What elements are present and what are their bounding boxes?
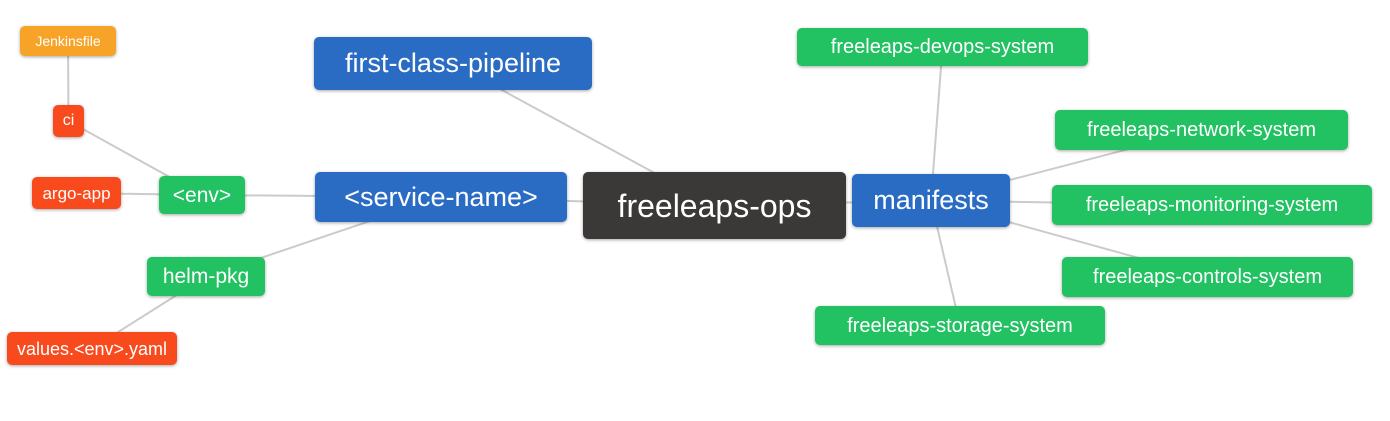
node-freeleaps-devops-system[interactable]: freeleaps-devops-system xyxy=(797,28,1088,66)
node-manifests[interactable]: manifests xyxy=(852,174,1010,227)
node-label: helm-pkg xyxy=(162,265,250,288)
node-freeleaps-ops[interactable]: freeleaps-ops xyxy=(583,172,846,239)
node-label: values.<env>.yaml xyxy=(16,338,168,359)
node-label: argo-app xyxy=(42,183,111,203)
node-label: freeleaps-devops-system xyxy=(830,36,1055,58)
node-freeleaps-controls-system[interactable]: freeleaps-controls-system xyxy=(1062,257,1353,297)
node-label: <env> xyxy=(172,183,232,207)
node-label: freeleaps-controls-system xyxy=(1093,266,1322,288)
node-label: Jenkinsfile xyxy=(35,33,101,49)
node-values-env-yaml[interactable]: values.<env>.yaml xyxy=(7,332,177,365)
node-label: freeleaps-ops xyxy=(617,187,812,224)
node-helm-pkg[interactable]: helm-pkg xyxy=(147,257,265,296)
node-label: freeleaps-monitoring-system xyxy=(1085,194,1339,216)
node-freeleaps-network-system[interactable]: freeleaps-network-system xyxy=(1055,110,1348,150)
node-argo-app[interactable]: argo-app xyxy=(32,177,121,209)
node-label: <service-name> xyxy=(344,181,538,212)
node-env[interactable]: <env> xyxy=(159,176,245,214)
node-jenkinsfile[interactable]: Jenkinsfile xyxy=(20,26,116,56)
node-service-name[interactable]: <service-name> xyxy=(315,172,567,222)
node-label: manifests xyxy=(873,185,989,215)
node-first-class-pipeline[interactable]: first-class-pipeline xyxy=(314,37,592,90)
node-label: ci xyxy=(62,112,75,129)
node-freeleaps-storage-system[interactable]: freeleaps-storage-system xyxy=(815,306,1105,345)
node-ci[interactable]: ci xyxy=(53,105,84,137)
node-label: first-class-pipeline xyxy=(344,48,562,78)
node-label: freeleaps-storage-system xyxy=(847,314,1073,337)
node-label: freeleaps-network-system xyxy=(1087,119,1316,141)
node-freeleaps-monitoring-system[interactable]: freeleaps-monitoring-system xyxy=(1052,185,1372,225)
